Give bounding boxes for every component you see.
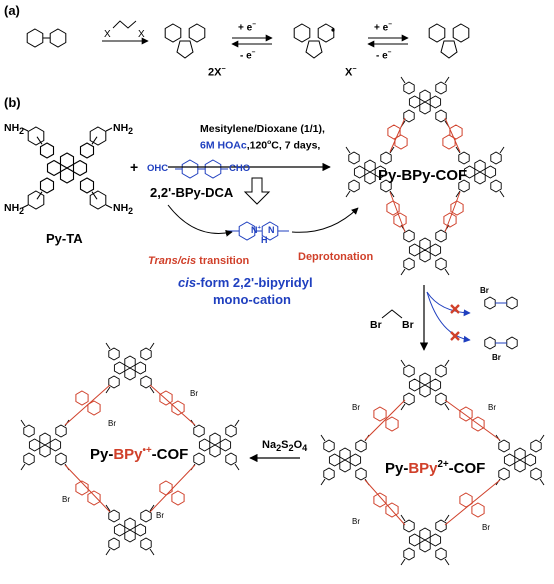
cof2-br-2: Br (488, 403, 496, 412)
cis-form-label: cis-form 2,2'-bipyridyl (178, 275, 313, 290)
cation-n-plus-label: N+ (251, 225, 261, 235)
bipyridine-structure (26, 28, 67, 48)
panel-label-a: (a) (4, 3, 20, 18)
reagent-br-left: Br (370, 319, 382, 331)
dication-structure (164, 23, 206, 59)
amine-label-br: NH2 (113, 202, 134, 217)
panel-label-b: (b) (4, 95, 21, 110)
conditions-line-1: Mesitylene/Dioxane (1/1), (200, 123, 325, 135)
arrow-deprotonation (291, 207, 359, 233)
monomer-bpy-dca-name: 2,2'-BPy-DCA (150, 185, 234, 200)
cof2-br-1: Br (352, 403, 360, 412)
cof3-br-1: Br (108, 419, 116, 428)
py-bpy-cof-framework (346, 77, 504, 275)
radical-cation-structure (293, 23, 335, 59)
arrow-alkylation (102, 20, 149, 45)
amine-label-bl: NH2 (4, 202, 25, 217)
reductant-label: Na2S2O4 (262, 439, 308, 454)
electron-add-2: + e− (374, 21, 392, 34)
trans-cis-label: Trans/cis transition (148, 255, 250, 267)
cof3-br-2: Br (190, 389, 198, 398)
py-bpy2-cof-framework (321, 360, 544, 565)
neutral-structure (428, 23, 470, 59)
py-ta-structure (21, 126, 113, 210)
reagent-x-right: X (138, 29, 145, 40)
side-product-br-2: Br (492, 353, 501, 362)
cof2-name: Py-BPy2+-COF (385, 459, 486, 477)
dibromoethane-structure (381, 309, 403, 319)
bpy-dca-structure (175, 159, 228, 179)
aldehyde-label-right: CHO (229, 163, 251, 174)
deprotonation-label: Deprotonation (298, 251, 374, 263)
cof3-br-3: Br (62, 495, 70, 504)
cross-mark-2 (450, 331, 460, 341)
cation-n-label: N (268, 225, 275, 235)
counter-ion-x: X− (345, 65, 357, 79)
arrow-hollow-down (243, 177, 271, 205)
reagent-x-left: X (104, 29, 111, 40)
cof2-br-3: Br (352, 517, 360, 526)
cation-h-label: H (261, 235, 268, 245)
electron-add-1: + e− (238, 21, 256, 34)
cof1-name: Py-BPy-COF (378, 167, 468, 184)
electron-remove-1: - e− (240, 49, 256, 62)
counter-ion-2x: 2X− (208, 65, 226, 79)
arrow-side-product-1 (426, 291, 471, 317)
side-product-br-1: Br (480, 286, 489, 295)
arrow-reduction-1 (231, 34, 273, 48)
arrow-side-product-2 (426, 291, 471, 343)
py-bpy-radical-cof-framework (21, 343, 239, 555)
mono-cation-label: mono-cation (213, 292, 291, 307)
cof3-br-4: Br (156, 511, 164, 520)
cof3-name: Py-BPy•+-COF (90, 445, 189, 463)
amine-label-tr: NH2 (113, 122, 134, 137)
reagent-br-right: Br (402, 319, 414, 331)
arrow-trans-cis (167, 204, 233, 237)
electron-remove-2: - e− (376, 49, 392, 62)
cross-mark-1 (450, 304, 460, 314)
cof2-br-4: Br (482, 523, 490, 532)
conditions-line-2: 6M HOAc,120oC, 7 days, (200, 139, 321, 152)
monomer-py-ta-name: Py-TA (46, 231, 83, 246)
aldehyde-label-left: OHC (147, 163, 169, 174)
amine-label-tl: NH2 (4, 122, 25, 137)
plus-sign: + (130, 159, 139, 175)
side-product-structures (484, 296, 518, 350)
arrow-reduction-2 (367, 34, 409, 48)
